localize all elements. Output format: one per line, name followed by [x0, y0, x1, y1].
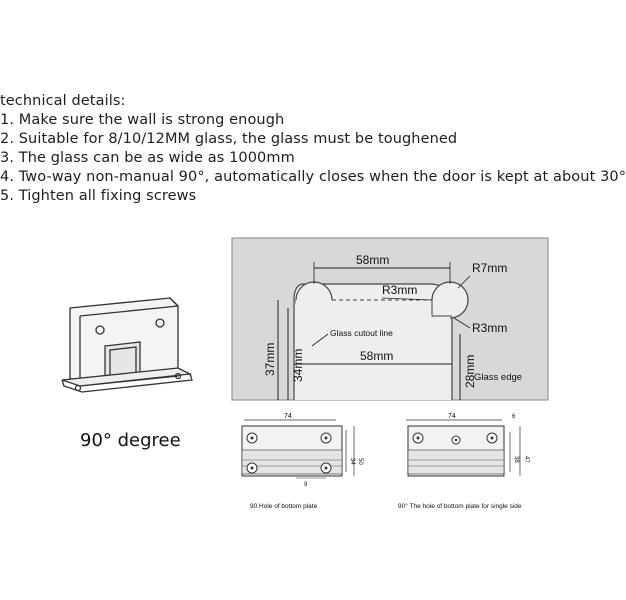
plate-left-height-b: 50	[357, 458, 363, 465]
plate-right-caption: 90° The hole of bottom plate for single …	[398, 502, 522, 510]
radius-small-top-label: R3mm	[382, 283, 417, 297]
plate-left-height-a: 34	[349, 458, 355, 465]
bottom-plate-left: 74 34 50 9 90 Hole of bottom plate	[241, 413, 363, 510]
height-inner-label: 34mm	[291, 349, 305, 382]
hinge-illustration	[61, 297, 193, 393]
plate-left-width: 74	[284, 413, 292, 420]
glass-edge-label: Glass edge	[474, 372, 522, 383]
height-right-label: 28mm	[463, 355, 477, 388]
plate-right-height-a: 38	[513, 456, 519, 463]
plate-left-hole: 9	[304, 482, 308, 488]
plate-right-hole: 6	[512, 414, 516, 420]
plate-right-height-b: 47	[523, 456, 529, 463]
technical-details: technical details: 1. Make sure the wall…	[0, 92, 626, 206]
radius-big-label: R7mm	[472, 261, 507, 275]
detail-item-4: 4. Two-way non-manual 90°, automatically…	[0, 169, 626, 185]
glass-cutout-label: Glass cutout line	[330, 328, 393, 338]
dim-top-label: 58mm	[356, 253, 389, 267]
dim-bottom-label: 58mm	[360, 349, 393, 363]
details-heading: technical details:	[0, 93, 126, 109]
glass-cutout-diagram: 58mm R7mm R3mm R3mm Glass cutout line 58…	[231, 237, 549, 401]
detail-item-2: 2. Suitable for 8/10/12MM glass, the gla…	[0, 131, 458, 147]
detail-item-1: 1. Make sure the wall is strong enough	[0, 112, 285, 128]
height-outer-label: 37mm	[263, 343, 277, 376]
plate-left-caption: 90 Hole of bottom plate	[250, 503, 318, 510]
plate-right-width: 74	[448, 413, 456, 420]
radius-small-right-label: R3mm	[472, 321, 507, 335]
degree-caption: 90° degree	[80, 430, 181, 451]
detail-item-3: 3. The glass can be as wide as 1000mm	[0, 150, 295, 166]
detail-item-5: 5. Tighten all fixing screws	[0, 188, 197, 204]
bottom-plate-right: 74 6 38 47 90° The hole of bottom plate …	[398, 413, 529, 510]
